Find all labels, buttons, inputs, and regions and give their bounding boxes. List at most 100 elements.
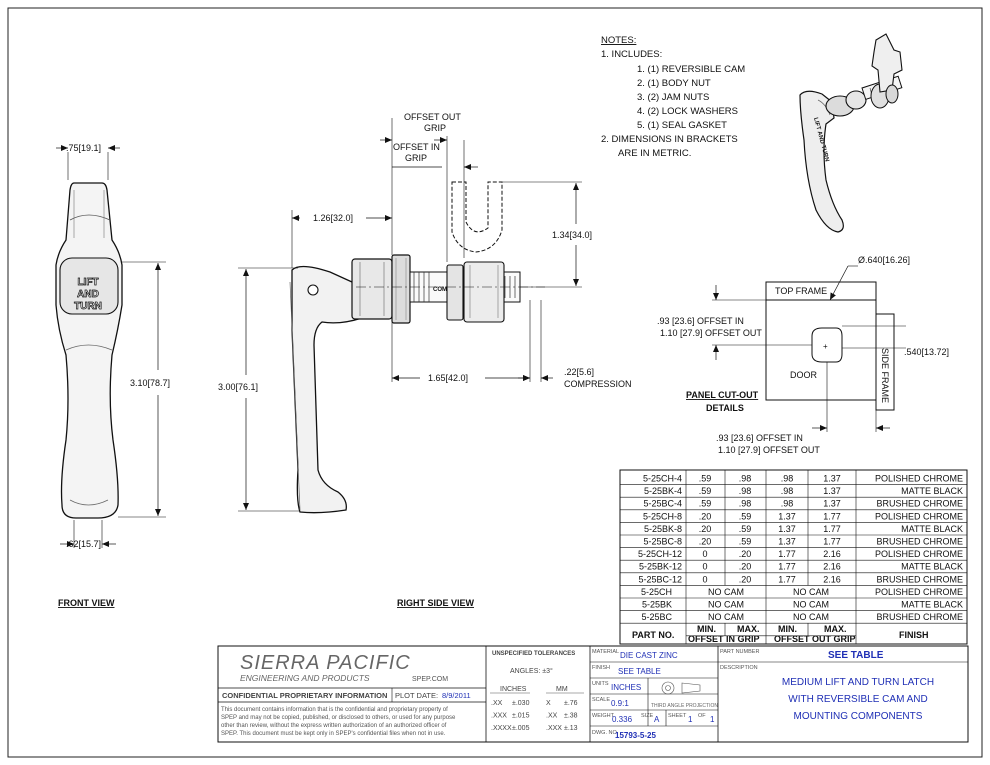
offset-in-max-cell: .98 (739, 474, 752, 484)
offset-out-max-cell: 1.37 (823, 474, 841, 484)
disclaimer-3: other than review, without the express w… (221, 723, 447, 729)
finish-cell: POLISHED CHROME (875, 474, 963, 484)
dim-300: 3.00[76.1] (218, 382, 258, 392)
offset-out-min-cell: 1.77 (778, 574, 796, 584)
offset-in-max-cell: .98 (739, 486, 752, 496)
top-frame-label: TOP FRAME (775, 286, 827, 296)
offset-in-max-cell: .20 (739, 549, 752, 559)
cutout-title: PANEL CUT-OUT (686, 390, 759, 400)
sheet-value: 1 (688, 715, 693, 724)
offset-out-min-cell: 1.77 (778, 549, 796, 559)
title-block: SIERRA PACIFIC ENGINEERING AND PRODUCTS … (217, 645, 969, 743)
parts-table-grid (620, 470, 967, 644)
cutout-left-dim-1: .93 [23.6] OFFSET IN (657, 316, 744, 326)
finish-cell: POLISHED CHROME (875, 587, 963, 597)
dim-dia-640: Ø.640[16.26] (858, 255, 910, 265)
offset-in-cell: NO CAM (708, 587, 744, 597)
part-number-cell: 5-25BK-4 (644, 486, 682, 496)
iso-lever (799, 90, 844, 233)
tol-mm-header: MM (556, 686, 568, 693)
company-sub: ENGINEERING AND PRODUCTS (240, 673, 370, 683)
offset-in-max-cell: .98 (739, 499, 752, 509)
angles-tol: ANGLES: ±3° (510, 667, 553, 675)
cutout-hole (811, 327, 843, 363)
description-line-3: MOUNTING COMPONENTS (794, 711, 923, 722)
tolerance-cell: ±.005 (512, 725, 530, 732)
offset-in-min-cell: .59 (699, 486, 712, 496)
notes-item-2b: ARE IN METRIC. (618, 148, 691, 159)
front-handle-outline (55, 182, 123, 519)
finish-cell: MATTE BLACK (901, 562, 963, 572)
notes-block: NOTES: 1. INCLUDES: 1. (1) REVERSIBLE CA… (601, 35, 745, 159)
part-number-cell: 5-25BC-4 (643, 499, 682, 509)
side-frame-label: SIDE FRAME (880, 348, 890, 403)
cutout-details: DETAILS (706, 403, 744, 413)
offset-out-label: OFFSET OUT (404, 112, 461, 122)
tolerance-cell: ±.76 (564, 700, 578, 707)
dim-front-bottom: .62[15.7] (66, 539, 101, 549)
notes-title: NOTES: (601, 35, 636, 46)
com-marking: COM (433, 287, 447, 293)
offset-in-min-cell: 0 (702, 574, 707, 584)
offset-in-min-cell: 0 (702, 562, 707, 572)
weight-value: 0.336 (612, 715, 633, 724)
units-value: INCHES (611, 683, 641, 692)
tolerance-cell: .XXX (546, 725, 562, 732)
dim-540: .540[13.72] (904, 347, 949, 357)
tolerance-cell: X (546, 700, 551, 707)
part-number-cell: 5-25BK-8 (644, 524, 682, 534)
projection-label: THIRD ANGLE PROJECTION (651, 703, 718, 709)
dim-front-width: .75[19.1] (66, 143, 101, 153)
disclaimer-4: SPEP. This document must be kept only in… (221, 731, 446, 737)
svg-text:+: + (823, 342, 828, 351)
offset-in-min-cell: .59 (699, 474, 712, 484)
th-offset-out: OFFSET OUT GRIP (774, 634, 856, 644)
offset-out-max-cell: 1.77 (823, 537, 841, 547)
offset-out-min-cell: .98 (781, 499, 794, 509)
finish-cell: BRUSHED CHROME (876, 612, 963, 622)
weight-label: WEIGHT (592, 713, 615, 719)
offset-out-max-cell: 1.37 (823, 486, 841, 496)
th-max-in: MAX. (737, 624, 760, 634)
tolerance-cell: ±.13 (564, 725, 578, 732)
tolerance-cell: .XX (491, 700, 503, 707)
dwg-no-label: DWG. NO. (592, 730, 619, 736)
part-number-cell: 5-25BK (642, 600, 672, 610)
engraving-turn: TURN (74, 301, 102, 312)
description-label: DESCRIPTION (720, 665, 758, 671)
offset-out-grip: GRIP (424, 123, 446, 133)
offset-out-max-cell: 2.16 (823, 562, 841, 572)
size-label: SIZE (641, 713, 654, 719)
cam-dashed-outline (451, 181, 503, 253)
th-max-out: MAX. (824, 624, 847, 634)
material-label: MATERIAL (592, 649, 619, 655)
offset-out-max-cell: 2.16 (823, 574, 841, 584)
offset-in-cell: NO CAM (708, 612, 744, 622)
th-min-out: MIN. (778, 624, 797, 634)
of-value: 1 (710, 715, 715, 724)
th-part-no: PART NO. (632, 630, 674, 640)
company-website: SPEP.COM (412, 676, 448, 683)
tol-inches-header: INCHES (500, 686, 527, 693)
part-number-cell: 5-25CH-12 (638, 549, 682, 559)
notes-sub-3: 3. (2) JAM NUTS (637, 92, 709, 103)
part-number-cell: 5-25BC-8 (643, 537, 682, 547)
plot-date-label: PLOT DATE: (395, 691, 438, 700)
confidential-label: CONFIDENTIAL PROPRIETARY INFORMATION (222, 691, 387, 700)
front-view-label: FRONT VIEW (58, 598, 115, 608)
iso-cam (871, 33, 903, 93)
th-finish: FINISH (899, 630, 929, 640)
notes-sub-2: 2. (1) BODY NUT (637, 78, 711, 89)
tolerance-cell: ±.015 (512, 713, 530, 720)
description-line-2: WITH REVERSIBLE CAM AND (788, 694, 927, 705)
offset-out-max-cell: 1.37 (823, 499, 841, 509)
tolerance-cell: .XX (546, 713, 558, 720)
disclaimer-1: This document contains information that … (221, 707, 448, 713)
offset-in-max-cell: .59 (739, 524, 752, 534)
description-line-1: MEDIUM LIFT AND TURN LATCH (782, 677, 934, 688)
offset-out-max-cell: 2.16 (823, 549, 841, 559)
cutout-bottom-dim-1: .93 [23.6] OFFSET IN (716, 433, 803, 443)
